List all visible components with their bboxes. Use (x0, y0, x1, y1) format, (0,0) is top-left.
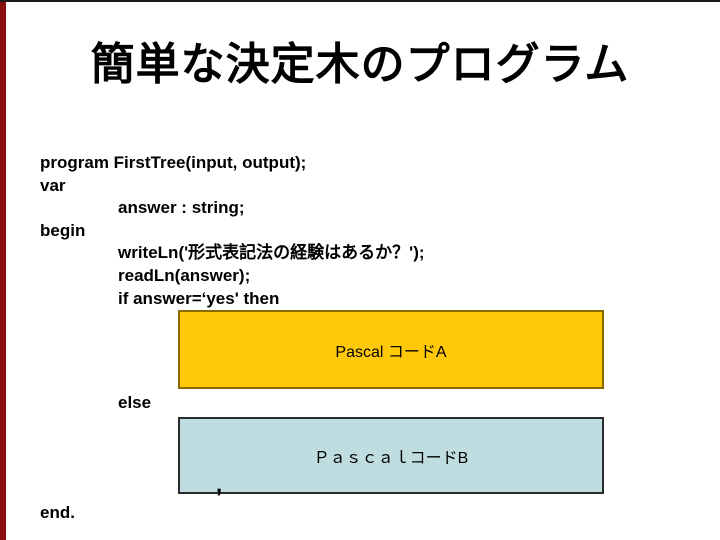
code-line-writeln: writeLn('形式表記法の経験はあるか？'); (118, 243, 425, 263)
pascal-code-a-label: Pascal コードA (335, 343, 447, 361)
pascal-code-a-box: Pascal コードA (178, 310, 604, 389)
hidden-text-fragment: , (216, 472, 223, 497)
code-line-answer: answer : string; (118, 198, 245, 218)
code-line-readln: readLn(answer); (118, 265, 251, 285)
pascal-code-block: program FirstTree(input, output); var an… (40, 152, 680, 310)
code-line-end: end. (40, 503, 75, 522)
page-title: 簡単な決定木のプログラム (90, 40, 630, 89)
left-edge-bar (0, 0, 6, 540)
pascal-code-b-box: ＰａｓｃａｌコードB (178, 417, 604, 494)
top-edge-line (0, 0, 720, 2)
code-line-if-then: if answer=‘yes' then (118, 288, 280, 308)
code-line-program: program FirstTree(input, output); (40, 153, 307, 172)
code-line-var: var (40, 175, 66, 195)
code-line-else: else (118, 393, 152, 412)
pascal-code-b-label: ＰａｓｃａｌコードB (313, 449, 469, 467)
code-line-begin: begin (40, 220, 86, 240)
